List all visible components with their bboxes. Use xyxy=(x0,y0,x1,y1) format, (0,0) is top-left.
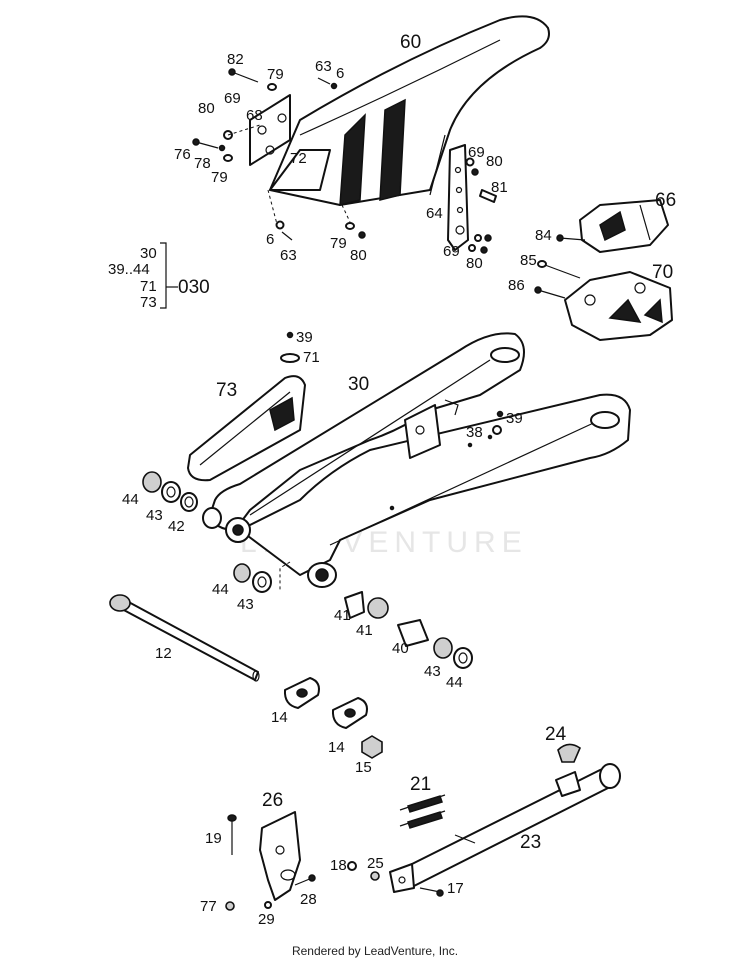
callout-12: 12 xyxy=(155,645,172,662)
callout-79: 79 xyxy=(267,66,284,83)
callout-66: 66 xyxy=(655,190,676,211)
chain-guard-60 xyxy=(269,15,550,206)
nut-15 xyxy=(361,735,383,759)
guide-bolts xyxy=(534,234,586,299)
chain-slider-73 xyxy=(187,375,306,482)
callout-38: 38 xyxy=(466,424,483,441)
callout-21: 21 xyxy=(410,774,431,795)
callout-68: 68 xyxy=(246,107,263,124)
pivot-axle-12 xyxy=(109,594,260,682)
callout-86: 86 xyxy=(508,277,525,294)
callout-28: 28 xyxy=(300,891,317,908)
plate-14-upper xyxy=(283,677,320,709)
callout-80: 80 xyxy=(198,100,215,117)
chain-guide-66 xyxy=(579,199,669,253)
callout-79: 79 xyxy=(211,169,228,186)
callout-39: 39 xyxy=(506,410,523,427)
callout-69: 69 xyxy=(224,90,241,107)
group-code-030: 030 xyxy=(178,277,210,298)
callout-76: 76 xyxy=(174,146,191,163)
callout-15: 15 xyxy=(355,759,372,776)
bearings-right xyxy=(344,591,473,669)
callout-42: 42 xyxy=(168,518,185,535)
callout-14: 14 xyxy=(328,739,345,756)
callout-26: 26 xyxy=(262,790,283,811)
callout-44: 44 xyxy=(122,491,139,508)
group-item-30: 30 xyxy=(140,245,157,262)
group-label-030: 30 39..44 71 73 030 xyxy=(108,245,210,311)
callout-82: 82 xyxy=(227,51,244,68)
group-item-73: 73 xyxy=(140,294,157,311)
stand-bracket-26 xyxy=(259,811,301,901)
chain-guide-70 xyxy=(564,271,673,341)
springs-21 xyxy=(399,794,446,829)
callout-25: 25 xyxy=(367,855,384,872)
callout-63: 63 xyxy=(280,247,297,264)
plate-14-lower xyxy=(331,697,368,729)
callout-43: 43 xyxy=(237,596,254,613)
callout-23: 23 xyxy=(520,832,541,853)
callout-labels: 60 82 79 63 6 80 69 68 72 76 78 79 69 80… xyxy=(122,32,676,928)
group-item-71: 71 xyxy=(140,278,157,295)
callout-39: 39 xyxy=(296,329,313,346)
callout-80: 80 xyxy=(466,255,483,272)
footer-credit: Rendered by LeadVenture, Inc. xyxy=(291,944,459,958)
callout-30: 30 xyxy=(348,374,369,395)
group-bracket-030 xyxy=(160,242,178,309)
group-item-39-44: 39..44 xyxy=(108,261,150,278)
callout-18: 18 xyxy=(330,857,347,874)
bracket-64 xyxy=(447,144,469,251)
callout-43: 43 xyxy=(424,663,441,680)
callout-60: 60 xyxy=(400,32,421,53)
callout-79: 79 xyxy=(330,235,347,252)
callout-29: 29 xyxy=(258,911,275,928)
callout-17: 17 xyxy=(447,880,464,897)
callout-80: 80 xyxy=(486,153,503,170)
bearings-left xyxy=(142,471,291,593)
side-stand-23 xyxy=(389,763,621,893)
callout-6: 6 xyxy=(266,231,274,248)
callout-71: 71 xyxy=(303,349,320,366)
foot-24 xyxy=(557,743,581,763)
stand-hardware xyxy=(225,814,444,911)
upper-hardware xyxy=(192,68,492,254)
bracket-68 xyxy=(249,94,291,166)
callout-64: 64 xyxy=(426,205,443,222)
callout-41: 41 xyxy=(356,622,373,639)
spacer-81 xyxy=(479,189,497,203)
callout-6: 6 xyxy=(336,65,344,82)
callout-85: 85 xyxy=(520,252,537,269)
callout-69: 69 xyxy=(443,243,460,260)
callout-44: 44 xyxy=(446,674,463,691)
callout-78: 78 xyxy=(194,155,211,172)
callout-73: 73 xyxy=(216,380,237,401)
callout-72: 72 xyxy=(290,150,307,167)
swingarm-hardware xyxy=(280,331,504,435)
callout-70: 70 xyxy=(652,262,673,283)
swingarm-30 xyxy=(209,332,631,588)
callout-44: 44 xyxy=(212,581,229,598)
callout-14: 14 xyxy=(271,709,288,726)
callout-63: 63 xyxy=(315,58,332,75)
callout-77: 77 xyxy=(200,898,217,915)
callout-84: 84 xyxy=(535,227,552,244)
callout-19: 19 xyxy=(205,830,222,847)
callout-43: 43 xyxy=(146,507,163,524)
callout-69: 69 xyxy=(468,144,485,161)
callout-81: 81 xyxy=(491,179,508,196)
callout-40: 40 xyxy=(392,640,409,657)
callout-80: 80 xyxy=(350,247,367,264)
callout-41: 41 xyxy=(334,607,351,624)
callout-24: 24 xyxy=(545,724,567,745)
